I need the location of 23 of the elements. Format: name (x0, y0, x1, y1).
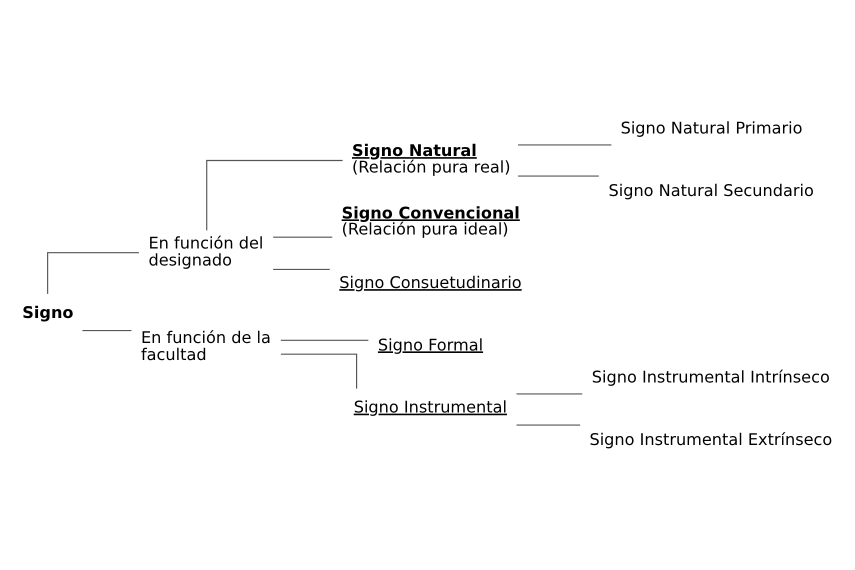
connector (273, 268, 330, 270)
node-text: Signo Formal (378, 335, 484, 354)
connector (206, 160, 343, 230)
node-text: Signo Convencional (Relación pura ideal) (342, 203, 520, 239)
connector (82, 330, 132, 332)
node-text: Signo Instrumental (354, 398, 507, 417)
node-text: Signo Natural (Relación pura real) (352, 141, 511, 176)
connector (280, 354, 358, 389)
connector (516, 424, 580, 426)
node-text: Signo Instrumental Intrínseco (592, 368, 830, 387)
node-text: Signo Natural Secundario (608, 180, 814, 200)
connector (516, 393, 582, 395)
connector (518, 144, 612, 146)
node-text: Signo Natural Primario (620, 118, 802, 138)
connector (273, 236, 332, 238)
node-text: En función de la facultad (141, 328, 271, 364)
connector (518, 175, 599, 177)
connector (47, 252, 139, 294)
connector (280, 340, 368, 341)
node-text: Signo Instrumental Extrínseco (589, 430, 832, 449)
node-text: En función del designado (148, 233, 264, 270)
node-text: Signo Consuetudinario (339, 273, 522, 292)
node-text: Signo (22, 303, 74, 322)
